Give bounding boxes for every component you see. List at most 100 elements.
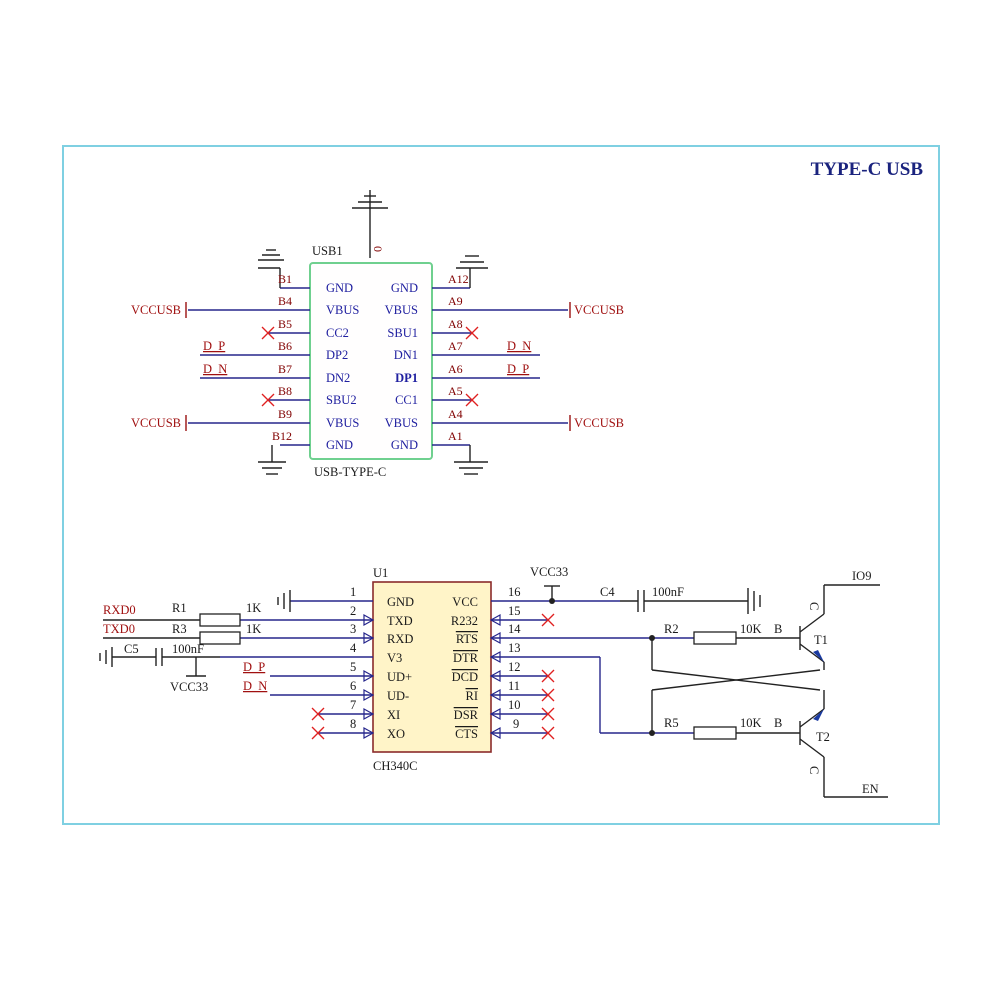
ground-symbol <box>456 255 488 288</box>
pin-name: VBUS <box>385 416 418 430</box>
pin-name: XO <box>387 727 405 741</box>
r5-ref: R5 <box>664 716 679 730</box>
r1-ref: R1 <box>172 601 187 615</box>
usb-body <box>309 262 433 460</box>
pin-number: 3 <box>350 622 356 636</box>
pin-name: TXD <box>387 614 413 628</box>
net-label-dp: D_P <box>507 362 529 376</box>
resistor-r2 <box>693 631 737 645</box>
pin-number: 13 <box>508 641 521 655</box>
pin-number: B8 <box>278 384 292 398</box>
r3-ref: R3 <box>172 622 187 636</box>
pin-number: B12 <box>272 429 292 443</box>
pin-number: 2 <box>350 604 356 618</box>
pin-name: RTS <box>456 632 478 646</box>
t1-ref: T1 <box>814 633 828 647</box>
usb-part: USB-TYPE-C <box>314 465 386 479</box>
c5-ref: C5 <box>124 642 139 656</box>
no-connect-marker <box>311 613 555 740</box>
pin-name: XI <box>387 708 400 722</box>
net-label-vccusb: VCCUSB <box>574 303 624 317</box>
ch340-body <box>372 581 492 753</box>
pin-name: GND <box>326 438 353 452</box>
pin-number: 1 <box>350 585 356 599</box>
pin-name: UD+ <box>387 670 412 684</box>
ch340c-chip: U1 CH340C <box>220 566 694 773</box>
t1-collector-label: C <box>807 602 821 610</box>
pin-name: GND <box>326 281 353 295</box>
pin-name: VBUS <box>326 303 359 317</box>
junction-dot <box>549 598 555 604</box>
pin-number: B5 <box>278 317 292 331</box>
net-label-dn: D_N <box>507 339 531 353</box>
pin-number: 12 <box>508 660 521 674</box>
ch340-ref: U1 <box>373 566 388 580</box>
pin-name: DP1 <box>395 371 418 385</box>
t1-base-label: B <box>774 622 782 636</box>
c4-value: 100nF <box>652 585 684 599</box>
pin-name: SBU2 <box>326 393 357 407</box>
net-label-dp: D_P <box>243 660 265 674</box>
pin-name: V3 <box>387 651 402 665</box>
transistor-t2: B C T2 <box>774 690 888 798</box>
net-label-en: EN <box>862 782 879 796</box>
pin-name: DSR <box>454 708 479 722</box>
pin-number: 10 <box>508 698 521 712</box>
t2-base-label: B <box>774 716 782 730</box>
pin-arrows <box>363 613 501 740</box>
net-label-rxd0: RXD0 <box>103 603 136 617</box>
net-label-vcc33: VCC33 <box>170 680 208 694</box>
r2-ref: R2 <box>664 622 679 636</box>
pin-number: 5 <box>350 660 356 674</box>
resistor-r5 <box>693 726 737 740</box>
pin-number: 7 <box>350 698 356 712</box>
net-label-vccusb: VCCUSB <box>131 303 181 317</box>
t2-ref: T2 <box>816 730 830 744</box>
auto-reset-circuit: R2 10K R5 10K B C T1 <box>599 569 888 798</box>
pin-name: CC1 <box>395 393 418 407</box>
pin-name: VBUS <box>326 416 359 430</box>
ground-symbol <box>454 445 488 475</box>
sheet-border <box>62 145 940 825</box>
ground-symbol <box>352 190 388 258</box>
net-label-dn: D_N <box>203 362 227 376</box>
net-label-vccusb: VCCUSB <box>131 416 181 430</box>
pin-number: A5 <box>448 384 463 398</box>
pin-number: 6 <box>350 679 356 693</box>
r3-value: 1K <box>246 622 261 636</box>
pin-number: A9 <box>448 294 463 308</box>
net-label-vccusb: VCCUSB <box>574 416 624 430</box>
pin-number: 14 <box>508 622 521 636</box>
net-label-io9: IO9 <box>852 569 871 583</box>
c4-ref: C4 <box>600 585 615 599</box>
pin-name: GND <box>387 595 414 609</box>
pin-name: DN1 <box>394 348 418 362</box>
t2-collector-label: C <box>807 766 821 774</box>
pin-number: 8 <box>350 717 356 731</box>
pin-name: RXD <box>387 632 413 646</box>
pin-name: DN2 <box>326 371 350 385</box>
net-label-dp: D_P <box>203 339 225 353</box>
pin-number: A12 <box>448 272 469 286</box>
pin-name: CC2 <box>326 326 349 340</box>
pin-number: B1 <box>278 272 292 286</box>
ground-symbol <box>258 445 286 475</box>
pin-name: DCD <box>452 670 478 684</box>
r2-value: 10K <box>740 622 762 636</box>
pin-name: DTR <box>453 651 479 665</box>
pin-number: B7 <box>278 362 292 376</box>
ground-symbol <box>277 590 291 612</box>
ground-symbol <box>258 249 284 288</box>
pin-number: A7 <box>448 339 463 353</box>
pin-number: A6 <box>448 362 463 376</box>
pin-number: 4 <box>350 641 357 655</box>
pin-name: SBU1 <box>387 326 418 340</box>
pin-number: A8 <box>448 317 463 331</box>
r1-value: 1K <box>246 601 261 615</box>
c5-value: 100nF <box>172 642 204 656</box>
resistor-r1: R1 1K <box>103 601 261 627</box>
pin-name: RI <box>466 689 479 703</box>
usb-shield-pin: 0 <box>371 246 385 252</box>
